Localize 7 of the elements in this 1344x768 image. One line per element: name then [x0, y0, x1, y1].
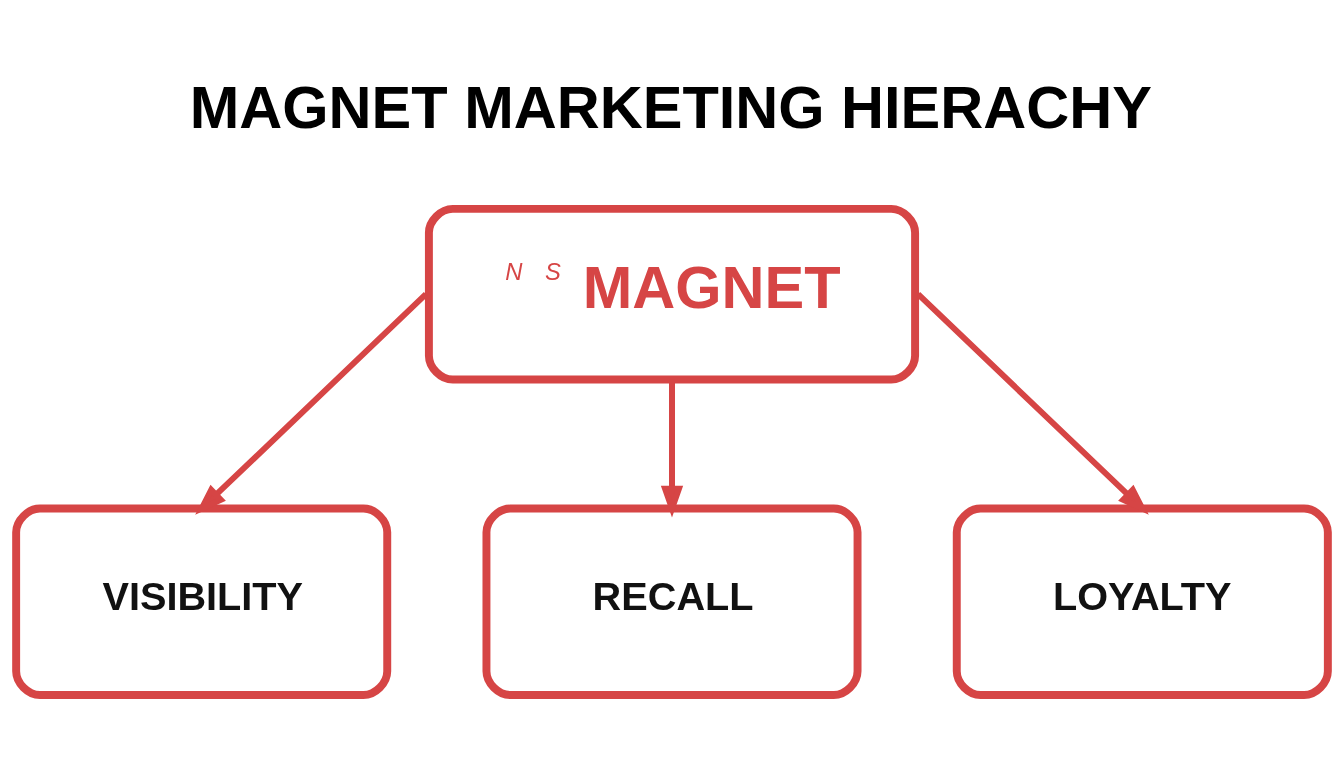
node-box: LOYALTY: [952, 504, 1332, 699]
arrow: [916, 291, 1149, 515]
node-box: RECALL: [482, 504, 862, 699]
node-box: N S MAGNET: [424, 204, 920, 383]
node-box: VISIBILITY: [12, 504, 392, 699]
diagram-title: MAGNET MARKETING HIERACHY: [189, 73, 1152, 141]
arrow: [195, 291, 428, 515]
